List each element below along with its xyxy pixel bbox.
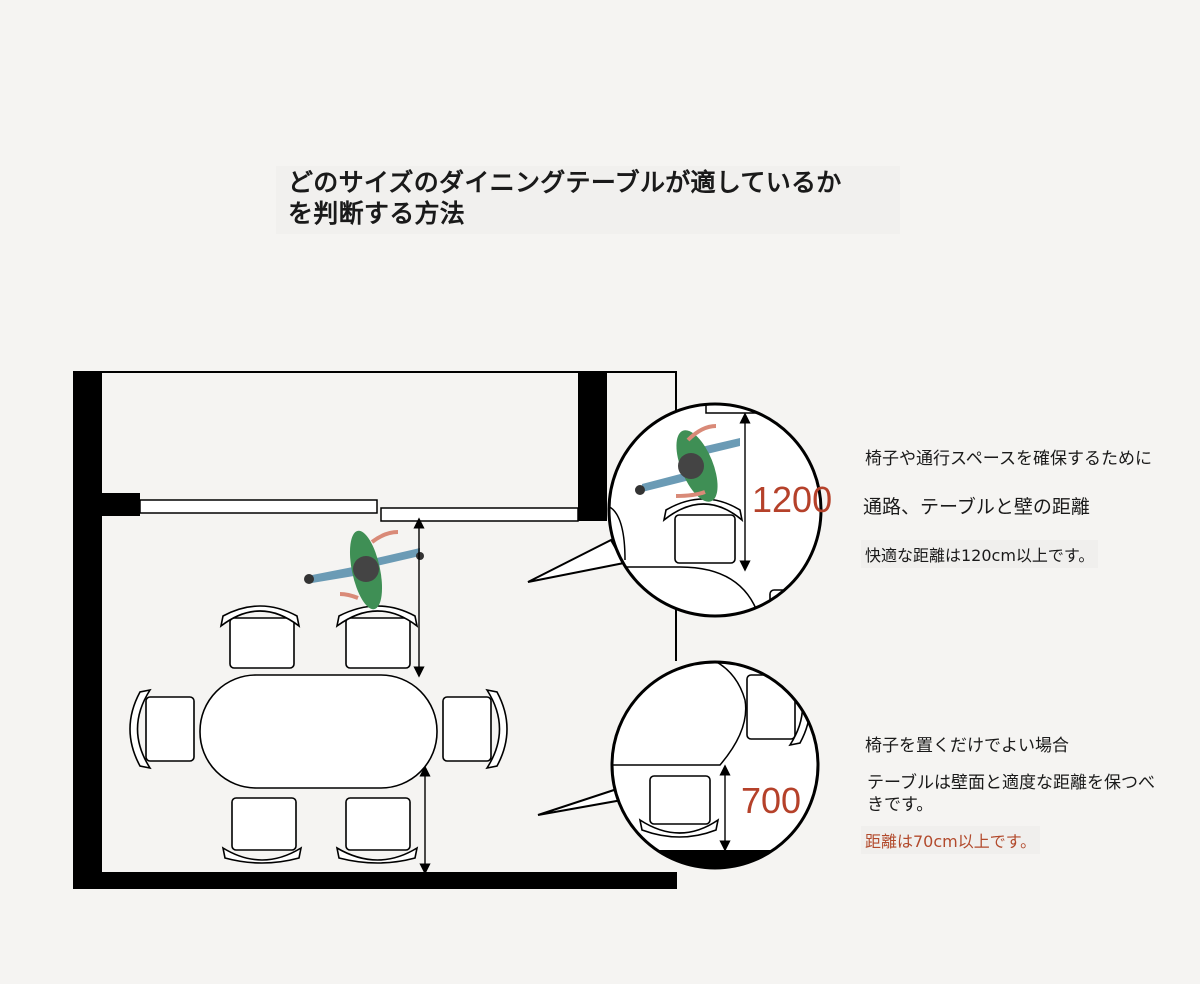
chair-bottom-right [335, 797, 419, 864]
callout-top-note: 快適な距離は120cm以上です。 [861, 540, 1099, 568]
dimension-label-700: 700 [741, 780, 802, 821]
callout-bottom-body-2: きです。 [867, 795, 934, 815]
title-line-1: どのサイズのダイニングテーブルが適しているか [288, 168, 842, 197]
dimension-label-1200: 1200 [752, 479, 833, 520]
callout-bottom-body-1: テーブルは壁面と適度な距離を保つべ [867, 773, 1155, 793]
chairs [129, 605, 508, 864]
callout-bottom-heading: 椅子を置くだけでよい場合 [865, 736, 1069, 756]
chair-top-left [219, 605, 301, 669]
callout-bottom-zoom [537, 660, 820, 870]
callout-top-intro: 椅子や通行スペースを確保するために [865, 449, 1152, 469]
chair-right [442, 688, 508, 770]
callout-bottom-note: 距離は70cm以上です。 [861, 826, 1041, 854]
callout-top-heading: 通路、テーブルと壁の距離 [863, 496, 1090, 518]
person-figure [304, 530, 424, 610]
dining-table [199, 674, 438, 789]
title-line-2: を判断する方法 [288, 199, 466, 228]
room-walls [73, 371, 677, 889]
chair-left [129, 688, 195, 770]
chair-bottom-left [221, 797, 303, 864]
sliding-door [139, 499, 579, 522]
chair-top-right [335, 605, 419, 669]
title-box: どのサイズのダイニングテーブルが適しているか を判断する方法 [276, 166, 900, 234]
